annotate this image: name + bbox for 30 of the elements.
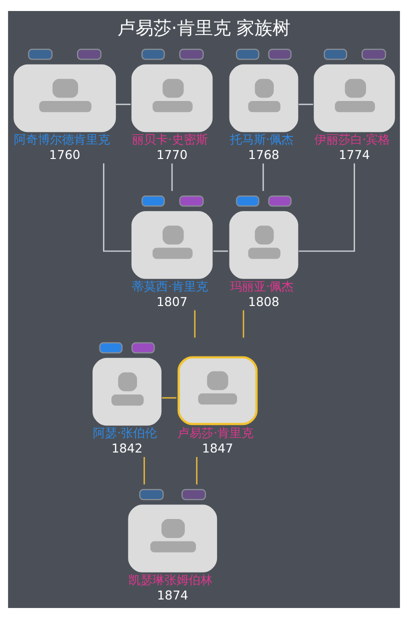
node-label: 1874 bbox=[157, 588, 188, 602]
node-label: 1808 bbox=[248, 294, 280, 309]
node-label: 1774 bbox=[338, 148, 370, 162]
node-label: 阿奇博尔德肯里克 bbox=[14, 132, 110, 147]
connector bbox=[171, 164, 173, 191]
node-label: 丽贝卡·史密斯 bbox=[132, 132, 208, 147]
connector bbox=[162, 397, 176, 399]
node-label: 托马斯·佩杰 bbox=[230, 132, 294, 147]
node-label: 1768 bbox=[248, 148, 280, 162]
connector bbox=[103, 163, 131, 252]
node-label: 玛丽亚·佩杰 bbox=[230, 279, 294, 294]
connector bbox=[298, 163, 356, 252]
connector bbox=[213, 250, 228, 252]
connector bbox=[242, 310, 244, 338]
node-label: 蒂莫西·肯里克 bbox=[132, 279, 208, 294]
connector bbox=[116, 104, 131, 106]
connector bbox=[194, 310, 196, 338]
node-label: 凯瑟琳张姆伯林 bbox=[128, 572, 213, 587]
connector bbox=[262, 164, 264, 191]
node-label: 卢易莎·肯里克 bbox=[178, 426, 254, 440]
diagram-title: 卢易莎·肯里克 家族树 bbox=[117, 18, 291, 40]
node-label: 1770 bbox=[156, 148, 188, 162]
node-label: 1847 bbox=[202, 442, 234, 456]
node-label: 1807 bbox=[156, 294, 188, 309]
node-label: 1842 bbox=[111, 442, 143, 456]
node-label: 阿瑟·张伯伦 bbox=[93, 426, 157, 440]
node-label: 1760 bbox=[49, 148, 80, 162]
connector bbox=[298, 104, 314, 106]
node-label: 伊丽莎白·宾格 bbox=[314, 132, 390, 147]
connector bbox=[144, 457, 145, 484]
